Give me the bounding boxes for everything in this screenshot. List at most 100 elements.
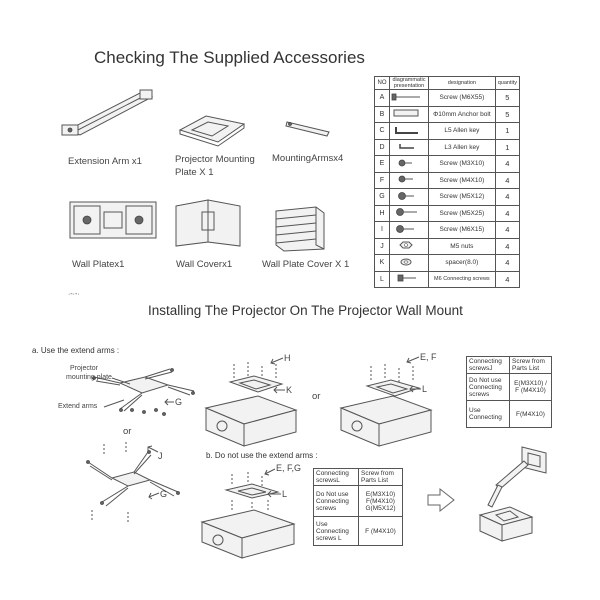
table-row: A Screw (M6X55) 5 xyxy=(374,89,521,107)
arrow-icon xyxy=(270,357,284,365)
row-qty: 4 xyxy=(494,270,521,288)
cell: Connecting screwsL xyxy=(313,468,359,486)
header-designation: designation xyxy=(428,76,496,90)
cell: Use Connecting screws L xyxy=(313,516,359,546)
mounting-plate-caption-2: Plate X 1 xyxy=(175,167,214,178)
or-label-2: or xyxy=(312,391,321,402)
mounting-arms-caption: MountingArmsx4 xyxy=(272,153,344,164)
cell: Do Not use Connecting screws xyxy=(466,373,510,401)
mounting-arms-illustration xyxy=(285,121,330,137)
table-row: F Screw (M4X10) 4 xyxy=(374,171,521,189)
extension-arm-caption: Extension Arm x1 xyxy=(68,156,142,167)
accessories-table-header: NO diagrammatic presentation designation… xyxy=(374,76,521,90)
mounting-plate-caption-1: Projector Mounting xyxy=(175,154,255,165)
row-name: Screw (M4X10) xyxy=(428,171,496,189)
projector-plate-label-2: mounting plate xyxy=(66,374,112,381)
projector-plate-label-1: Projector xyxy=(70,365,99,372)
allen-key-icon xyxy=(389,122,429,140)
table-row: G Screw (M5X12) 4 xyxy=(374,188,521,206)
accessories-table: NO diagrammatic presentation designation… xyxy=(374,76,521,288)
row-no: G xyxy=(374,188,390,206)
cell: Use Connecting xyxy=(466,400,510,428)
small-mark: ·-·-· xyxy=(68,291,80,298)
row-qty: 4 xyxy=(494,221,521,239)
section-a-label: a. Use the extend arms : xyxy=(32,346,120,355)
screw-icon xyxy=(389,204,429,222)
arrow-icon xyxy=(273,386,285,394)
label-leader-lines xyxy=(103,377,131,408)
label-E-F-G: E, F,G xyxy=(276,463,302,473)
arrow-icon xyxy=(406,356,420,364)
row-no: F xyxy=(374,171,390,189)
label-G-2: G xyxy=(160,489,168,499)
cell: Connecting screwsJ xyxy=(466,356,510,374)
row-name: L3 Allen key xyxy=(428,138,496,156)
row-qty: 4 xyxy=(494,254,521,272)
row-no: J xyxy=(374,237,390,255)
right-arrow-icon xyxy=(427,487,455,513)
row-name: Screw (M6X55) xyxy=(428,89,496,107)
row-qty: 5 xyxy=(494,105,521,123)
arrow-icon xyxy=(264,468,276,476)
screw-icon xyxy=(389,188,429,206)
row-qty: 4 xyxy=(494,204,521,222)
row-no: A xyxy=(374,89,390,107)
projector-with-plate-H-K xyxy=(204,362,298,447)
nut-icon xyxy=(389,237,429,255)
row-qty: 4 xyxy=(494,237,521,255)
row-name: L5 Allen key xyxy=(428,122,496,140)
row-name: Screw (M5X12) xyxy=(428,188,496,206)
connecting-screw-icon xyxy=(389,270,429,288)
table-row: C L5 Allen key 1 xyxy=(374,122,521,140)
row-no: L xyxy=(374,270,390,288)
table-row: H Screw (M5X25) 4 xyxy=(374,204,521,222)
screw-icon xyxy=(389,221,429,239)
header-no: NO xyxy=(374,76,390,90)
installing-title: Installing The Projector On The Projecto… xyxy=(148,303,463,318)
table-row: E Screw (M3X10) 4 xyxy=(374,155,521,173)
label-L-b: L xyxy=(282,489,288,499)
row-name: M6 Connecting screws xyxy=(428,270,496,288)
cell: Do Not use Connecting screws xyxy=(313,485,359,517)
table-row: Use Connecting screws L F (M4X10) xyxy=(313,516,403,546)
row-no: K xyxy=(374,254,390,272)
row-name: Φ10mm Anchor bolt xyxy=(428,105,496,123)
label-J: J xyxy=(158,451,163,461)
table-row: Do Not use Connecting screws E(M3X10) F(… xyxy=(313,485,403,517)
or-label-1: or xyxy=(123,426,132,437)
row-no: I xyxy=(374,221,390,239)
extend-arms-assembly-1 xyxy=(92,368,195,412)
table-row: Do Not use Connecting screws E(M3X10) / … xyxy=(466,373,552,401)
row-qty: 5 xyxy=(494,89,521,107)
cell: F(M4X10) xyxy=(509,400,552,428)
connecting-screws-table-b: Connecting screwsL Screw from Parts List… xyxy=(313,468,403,546)
accessories-title: Checking The Supplied Accessories xyxy=(94,48,365,67)
table-row: J M5 nuts 4 xyxy=(374,237,521,255)
row-name: Screw (M6X15) xyxy=(428,221,496,239)
wall-plate-cover-illustration xyxy=(275,206,325,252)
arrow-icon xyxy=(164,398,174,406)
label-H: H xyxy=(284,353,291,363)
arrow-icon xyxy=(147,445,159,453)
table-row: Use Connecting F(M4X10) xyxy=(466,400,552,428)
table-row: Connecting screwsL Screw from Parts List xyxy=(313,468,403,486)
row-no: D xyxy=(374,138,390,156)
wall-mounted-projector-illustration xyxy=(478,446,547,542)
row-qty: 4 xyxy=(494,171,521,189)
row-name: Screw (M3X10) xyxy=(428,155,496,173)
row-qty: 1 xyxy=(494,122,521,140)
arrow-icon xyxy=(267,490,281,498)
wall-cover-illustration xyxy=(175,199,241,247)
row-qty: 4 xyxy=(494,188,521,206)
header-quantity: quantity xyxy=(494,76,521,90)
wall-plate-caption: Wall Platex1 xyxy=(72,259,125,270)
row-name: spacer(8.0) xyxy=(428,254,496,272)
mounting-plate-illustration xyxy=(178,115,246,147)
screw-icon xyxy=(389,155,429,173)
cell: F (M4X10) xyxy=(358,516,403,546)
table-row: D L3 Allen key 1 xyxy=(374,138,521,156)
row-no: C xyxy=(374,122,390,140)
cell: E(M3X10) / F (M4X10) xyxy=(509,373,552,401)
label-E-F: E, F xyxy=(420,352,437,362)
screws-row-1 xyxy=(130,408,166,416)
